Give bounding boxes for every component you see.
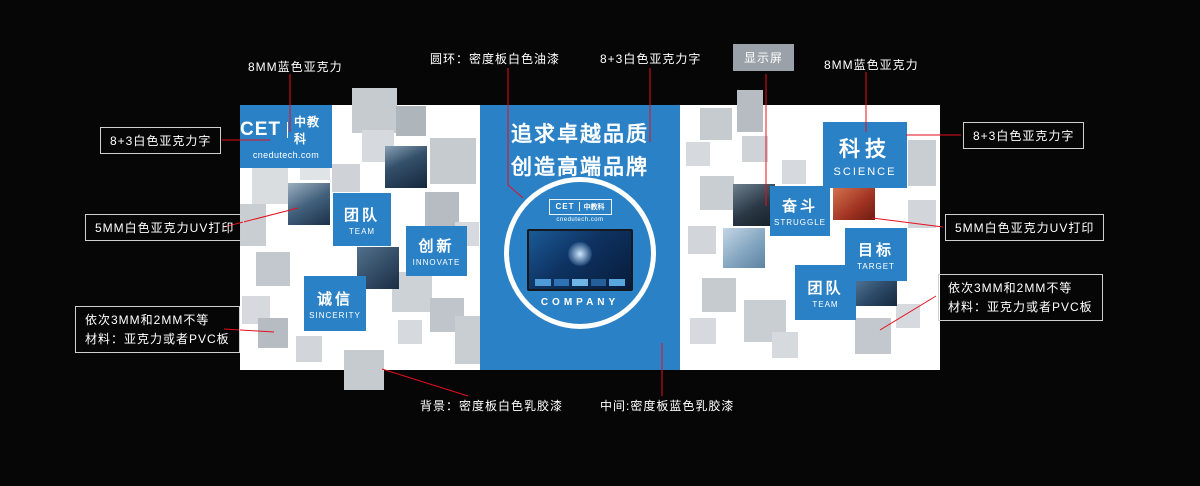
logo-chinese-text: 中教科 (293, 115, 320, 146)
tile-team-right: 团队 TEAM (795, 265, 856, 320)
collage-square (352, 88, 397, 133)
collage-square (782, 160, 806, 184)
tile-team-left: 团队 TEAM (333, 193, 391, 246)
tile-struggle: 奋斗 STRUGGLE (770, 186, 830, 236)
note-right-thickness-line2: 材料：亚克力或者PVC板 (948, 299, 1093, 314)
collage-square (332, 164, 360, 192)
tile-sincerity: 诚信 SINCERITY (304, 276, 366, 331)
science-cn: 科技 (839, 137, 891, 161)
note-right-thickness: 依次3MM和2MM不等 材料：亚克力或者PVC板 (938, 274, 1103, 322)
photo-blueprint (723, 228, 765, 268)
note-ring-material: 圆环：密度板白色油漆 (430, 52, 561, 66)
logo-divider (287, 122, 288, 138)
collage-square (855, 318, 891, 354)
cet-logo-block: CET 中教科 cnedutech.com (240, 105, 332, 168)
note-middle-paint: 中间:密度板蓝色乳胶漆 (600, 399, 735, 413)
tile-cn: 诚信 (316, 290, 353, 308)
collage-square (908, 200, 936, 228)
science-block: 科技 SCIENCE (823, 122, 907, 188)
tile-en: STRUGGLE (773, 218, 826, 227)
tile-en: INNOVATE (412, 258, 461, 267)
tile-cn: 团队 (807, 279, 844, 297)
note-right-acrylic-letters: 8+3白色亚克力字 (963, 122, 1085, 149)
science-en: SCIENCE (833, 165, 897, 178)
collage-square (896, 304, 920, 328)
note-background-paint: 背景：密度板白色乳胶漆 (420, 399, 564, 413)
collage-square (344, 350, 384, 390)
collage-square (690, 318, 716, 344)
tv-center-glow (568, 241, 592, 266)
tv-app-row (535, 278, 625, 286)
collage-square (686, 142, 710, 166)
note-left-acrylic-letters: 8+3白色亚克力字 (100, 127, 222, 154)
tile-en: TEAM (348, 226, 376, 236)
circle-logo-cet: CET (555, 202, 575, 211)
tile-en: TARGET (857, 261, 895, 271)
photo-portrait (288, 183, 330, 225)
company-label: COMPANY (540, 296, 620, 308)
collage-square (258, 318, 288, 348)
tile-cn: 奋斗 (781, 198, 818, 215)
collage-square (296, 336, 322, 362)
note-top-right-acrylic: 8MM蓝色亚克力 (824, 58, 919, 72)
note-right-uv-print: 5MM白色亚克力UV打印 (945, 214, 1105, 241)
circle-logo-url: cnedutech.com (556, 216, 604, 223)
logo-cet-text: CET (240, 119, 281, 140)
collage-square (702, 278, 736, 312)
photo-red-banner (833, 186, 875, 220)
logo-url: cnedutech.com (252, 150, 320, 160)
slogan: 追求卓越品质 创造高端品牌 (480, 119, 680, 184)
tile-cn: 团队 (343, 206, 380, 224)
collage-square (398, 320, 422, 344)
collage-square (425, 192, 459, 226)
circle-logo-cn: 中教科 (583, 203, 605, 211)
note-left-thickness: 依次3MM和2MM不等 材料：亚克力或者PVC板 (75, 306, 240, 354)
note-display-screen: 显示屏 (733, 44, 795, 71)
tile-innovate: 创新 INNOVATE (406, 226, 467, 276)
circle-logo-badge: CET 中教科 (548, 198, 612, 215)
center-blue-band: 追求卓越品质 创造高端品牌 CET 中教科 cnedutech.com COMP… (480, 105, 680, 370)
collage-square (700, 176, 734, 210)
collage-square (737, 90, 763, 132)
collage-square (908, 140, 936, 186)
note-top-acrylic-letters: 8+3白色亚克力字 (600, 52, 702, 66)
collage-square (455, 316, 480, 364)
company-ring: CET 中教科 cnedutech.com COMPANY (504, 177, 656, 329)
slogan-line2: 创造高端品牌 (511, 155, 649, 179)
note-top-left-acrylic: 8MM蓝色亚克力 (248, 60, 343, 74)
collage-square (252, 168, 288, 204)
note-left-thickness-line1: 依次3MM和2MM不等 (85, 313, 210, 327)
tile-en: TEAM (812, 299, 839, 309)
tile-en: SINCERITY (309, 310, 361, 320)
collage-square (700, 108, 732, 140)
collage-square (396, 106, 426, 136)
collage-square (688, 226, 716, 254)
collage-square (742, 136, 768, 162)
note-left-uv-print: 5MM白色亚克力UV打印 (85, 214, 245, 241)
collage-square (256, 252, 290, 286)
tile-cn: 目标 (857, 241, 894, 259)
cet-logo: CET 中教科 (240, 113, 332, 147)
note-left-thickness-line2: 材料：亚克力或者PVC板 (85, 331, 230, 346)
slogan-line1: 追求卓越品质 (511, 123, 649, 146)
circle-logo: CET 中教科 cnedutech.com (548, 198, 612, 223)
tile-cn: 创新 (418, 238, 455, 255)
tv-screen (527, 228, 633, 291)
collage-square (430, 138, 476, 184)
note-right-thickness-line1: 依次3MM和2MM不等 (948, 281, 1073, 295)
collage-square (772, 332, 798, 358)
circle-logo-divider (578, 202, 580, 211)
photo-businessman (385, 146, 427, 188)
display-screen-photo (733, 184, 775, 226)
